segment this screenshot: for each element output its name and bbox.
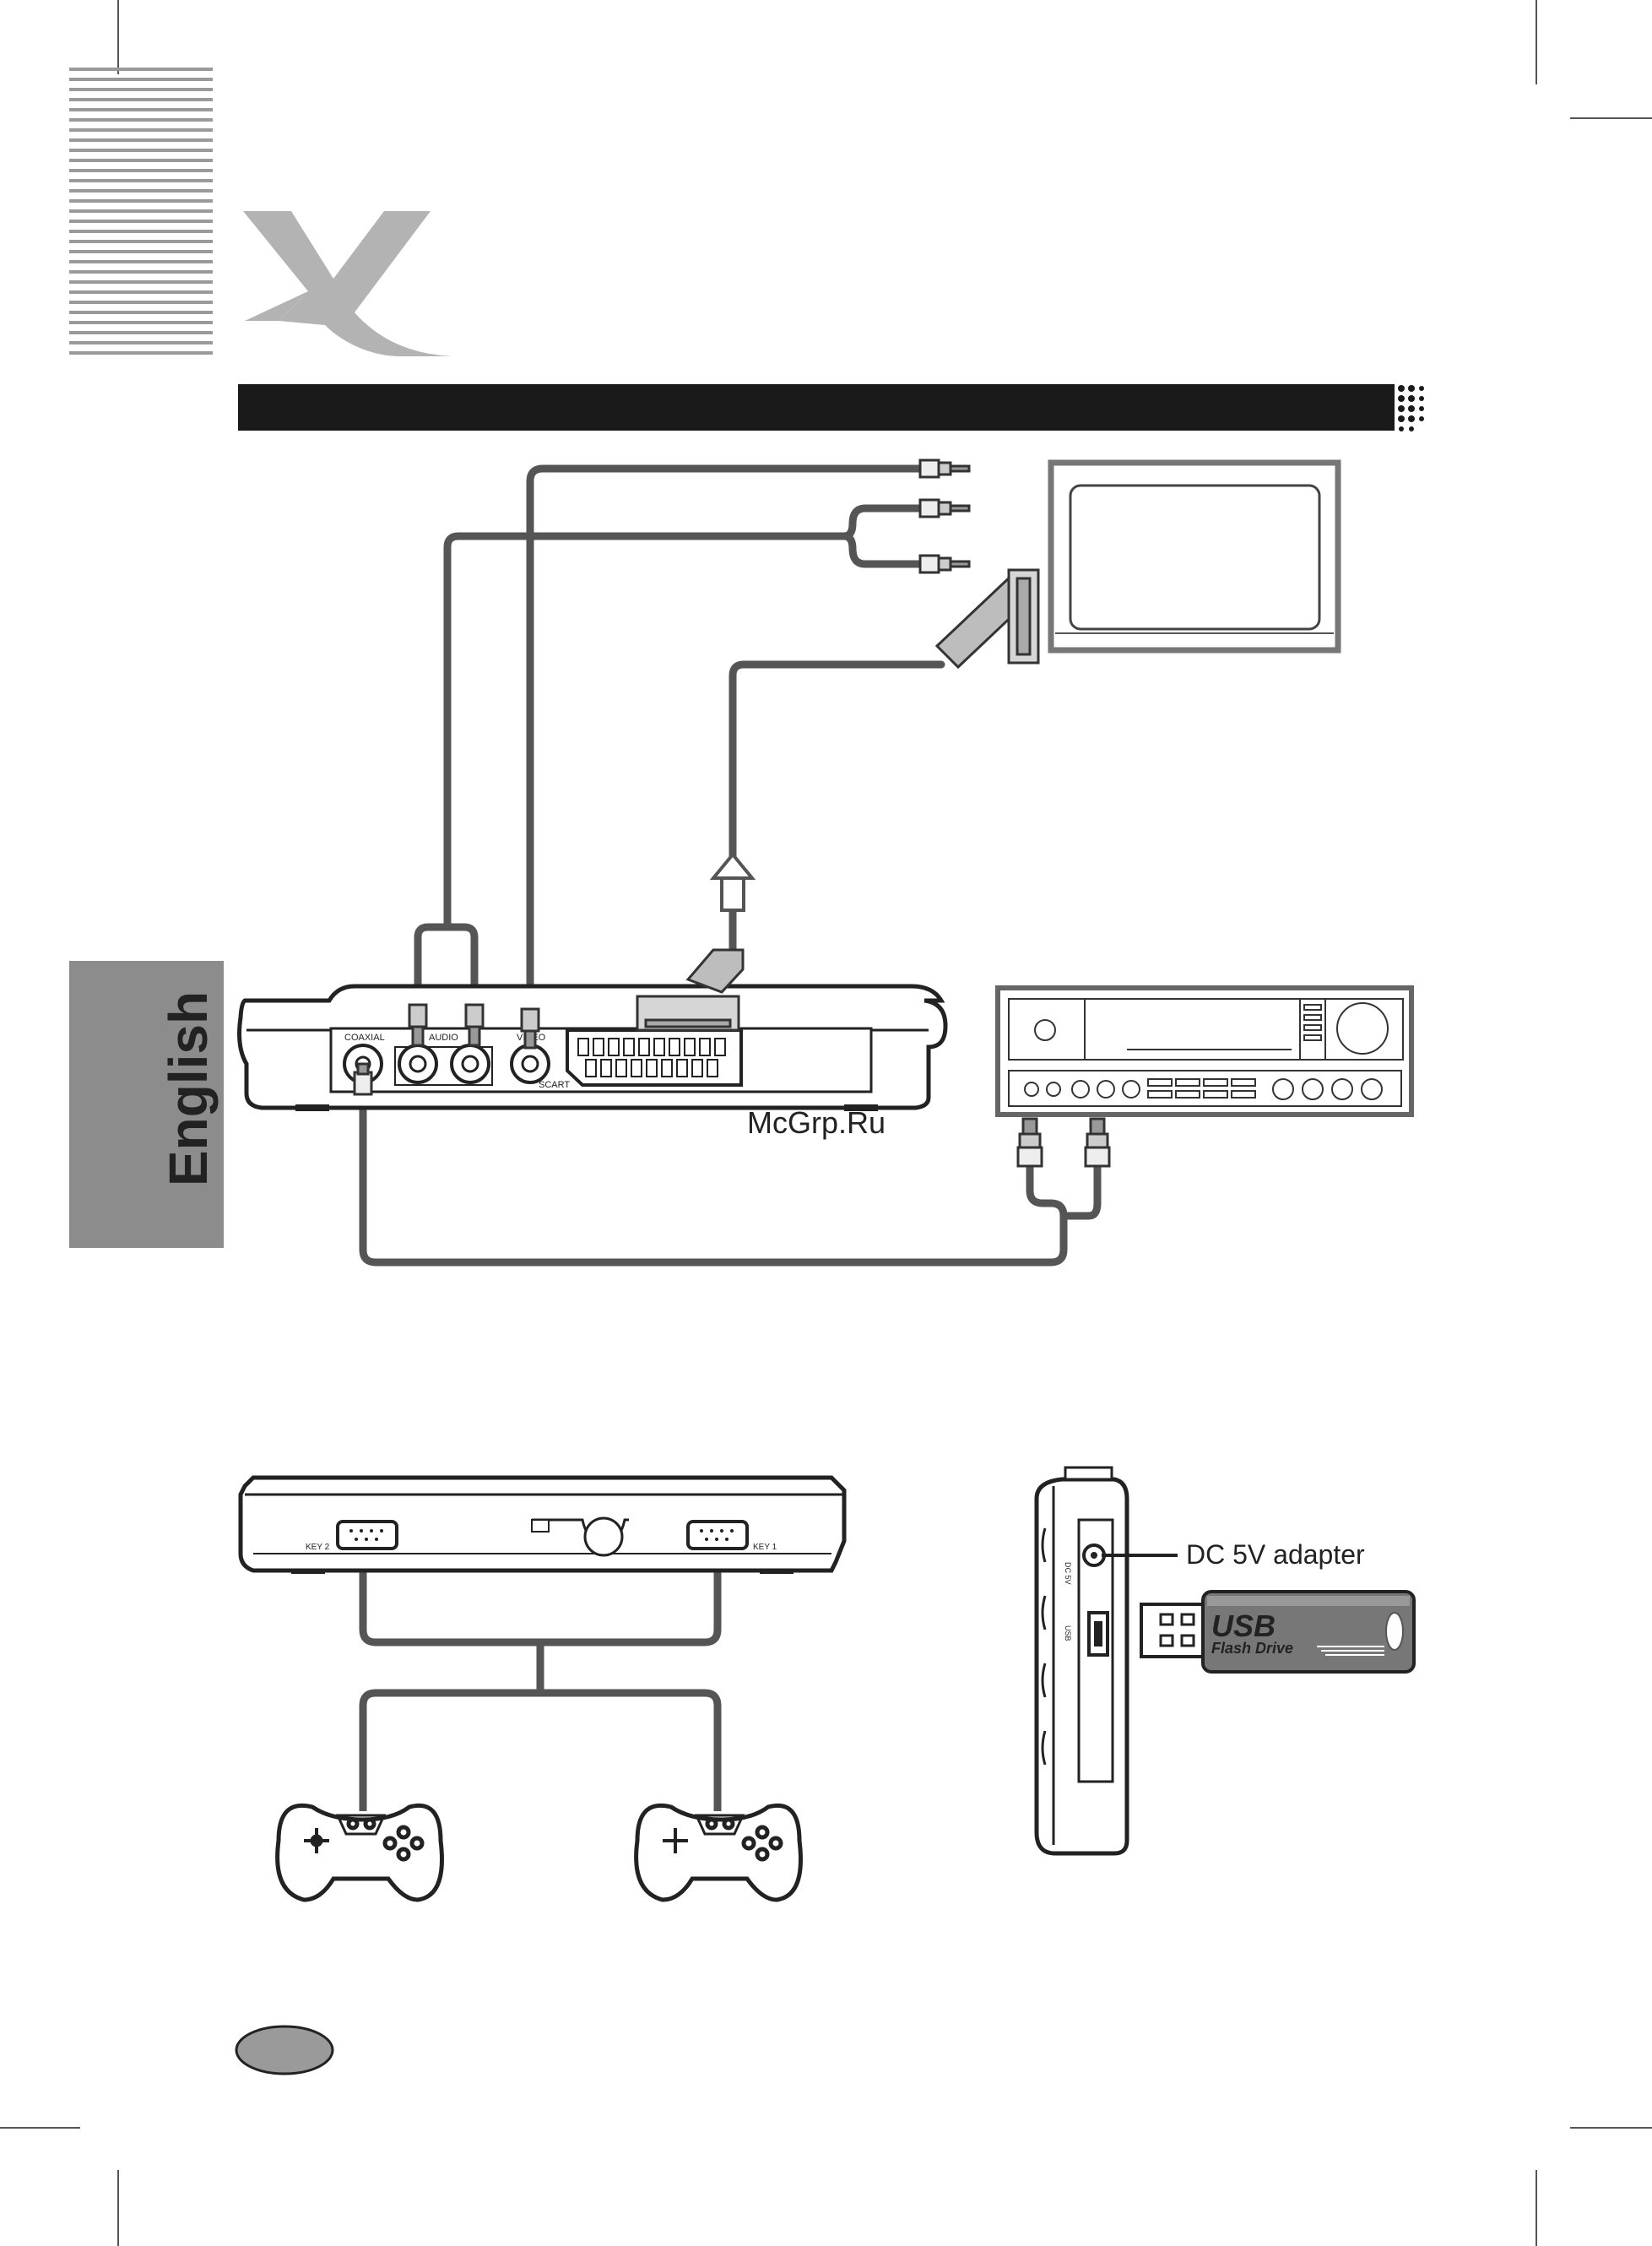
usb-port-label: USB bbox=[1064, 1625, 1072, 1641]
margin-stripes bbox=[69, 68, 213, 355]
watermark: McGrp.Ru bbox=[747, 1105, 886, 1140]
page-number-badge bbox=[236, 2026, 333, 2074]
usb-title: USB bbox=[1211, 1609, 1276, 1643]
scart-plug-icon bbox=[937, 570, 1038, 667]
key2-label: KEY 2 bbox=[306, 1543, 330, 1552]
header-band bbox=[238, 384, 1424, 431]
audio-label: AUDIO bbox=[429, 1033, 458, 1043]
key2-port bbox=[338, 1522, 397, 1549]
rca-plug-icon bbox=[1018, 1119, 1109, 1166]
tv-icon bbox=[1051, 463, 1338, 650]
language-tab[interactable]: English bbox=[69, 961, 224, 1248]
usb-subtitle: Flash Drive bbox=[1211, 1640, 1293, 1657]
console-side-view: DC 5V USB bbox=[1037, 1467, 1127, 1853]
key1-port bbox=[688, 1522, 747, 1549]
direction-arrow bbox=[713, 854, 752, 910]
console-rear-view: COAXIAL AUDIO VIDEO SCART bbox=[240, 986, 945, 1111]
gamepad-icon bbox=[636, 1805, 801, 1900]
coaxial-label: COAXIAL bbox=[344, 1033, 385, 1043]
cables-gamepads bbox=[363, 1562, 718, 1811]
dc-port-label: DC 5V bbox=[1064, 1562, 1072, 1585]
gamepad-icon bbox=[278, 1805, 442, 1900]
scart-label: SCART bbox=[539, 1080, 570, 1090]
usb-flash-drive-icon: USB Flash Drive bbox=[1141, 1592, 1414, 1672]
rca-plug-icon bbox=[920, 460, 969, 572]
key1-label: KEY 1 bbox=[753, 1543, 777, 1552]
amplifier-icon bbox=[998, 988, 1411, 1115]
console-front-view: KEY 2 KEY 1 bbox=[241, 1478, 844, 1574]
adapter-label: DC 5V adapter bbox=[1186, 1539, 1365, 1570]
brand-logo bbox=[243, 211, 452, 356]
language-tab-label: English bbox=[158, 991, 219, 1186]
